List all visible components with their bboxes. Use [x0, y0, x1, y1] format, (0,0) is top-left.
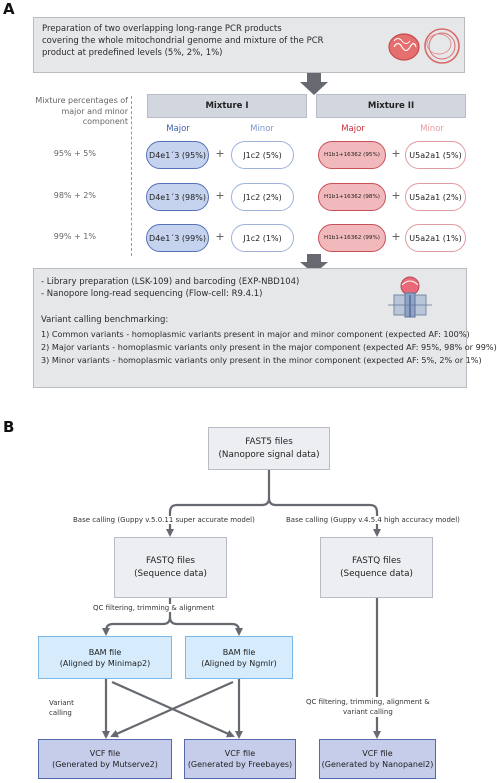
qc-alignment-label: QC filtering, trimming & alignment [93, 604, 215, 612]
panel-a-label: A [3, 0, 15, 18]
fastq-files-node-right: FASTQ files (Sequence data) [320, 537, 433, 598]
fast5-title: FAST5 files [245, 436, 293, 447]
arrow-down-icon [300, 73, 328, 95]
vcf-mutserve2-subtitle: (Generated by Mutserve2) [52, 760, 158, 769]
vcf-file-mutserve2-node: VCF file (Generated by Mutserve2) [38, 739, 172, 779]
vcf-freebayes-title: VCF file [224, 749, 256, 758]
bam-ngmlr-title: BAM file [222, 647, 256, 657]
mixture-2-major-label: Major [341, 124, 365, 134]
fastq-files-node-left: FASTQ files (Sequence data) [114, 537, 227, 598]
mix-percentage-row-2: 98% + 2% [53, 191, 96, 200]
nanopore-sequencer-icon [388, 276, 432, 318]
intro-line-1: Preparation of two overlapping long-rang… [42, 24, 282, 34]
dashed-separator [131, 96, 132, 256]
vcf-nanopanel2-title: VCF file [362, 749, 393, 758]
intro-line-2: covering the whole mitochondrial genome … [42, 36, 324, 46]
mixture-percentages-label: Mixture percentages of major and minor c… [30, 96, 128, 128]
variant-calling-line-2: calling [49, 709, 72, 717]
mixture-2-major-sample: H1b1+16362 (99%) [318, 224, 386, 252]
fastq-right-subtitle: (Sequence data) [340, 568, 413, 579]
mixture-2-minor-label: Minor [420, 124, 444, 134]
vcf-nanopanel2-subtitle: (Generated by Nanopanel2) [321, 760, 434, 769]
plus-sign: + [391, 230, 401, 243]
panel-b-label: B [3, 418, 15, 436]
library-prep-line: - Library preparation (LSK-109) and barc… [41, 277, 300, 287]
plus-sign: + [215, 189, 225, 202]
nanopore-seq-line: - Nanopore long-read sequencing (Flow-ce… [41, 289, 263, 299]
vcf-freebayes-subtitle: (Generated by Freebayes) [187, 760, 293, 769]
benchmark-title: Variant calling benchmarking: [41, 315, 169, 325]
mixture-2-major-sample: H1b1+16362 (98%) [318, 183, 386, 211]
mix-label-line-3: component [82, 117, 128, 126]
plus-sign: + [215, 147, 225, 160]
mixture-1-major-label: Major [166, 124, 190, 134]
mixture-1-minor-label: Minor [250, 124, 274, 134]
sequencing-benchmark-box: - Library preparation (LSK-109) and barc… [33, 268, 497, 388]
mix-label-line-1: Mixture percentages of [35, 96, 128, 105]
intro-line-3: product at predefined levels (5%, 2%, 1%… [42, 48, 223, 58]
qc-right-line-2: variant calling [342, 708, 393, 716]
mixture-2-header: Mixture II [316, 94, 466, 118]
minor-variants-line: 3) Minor variants - homoplasmic variants… [41, 355, 482, 365]
plus-sign: + [215, 230, 225, 243]
mixture-2-minor-sample: U5a2a1 (1%) [405, 224, 466, 252]
mixture-1-major-sample: D4e1´3 (95%) [146, 141, 209, 169]
bam-minimap2-subtitle: (Aligned by Minimap2) [59, 658, 151, 668]
mixture-2-minor-sample: U5a2a1 (2%) [405, 183, 466, 211]
mixture-1-minor-sample: J1c2 (5%) [231, 141, 294, 169]
arrow-down-icon [300, 254, 328, 274]
mixture-1-major-sample: D4e1´3 (98%) [146, 183, 209, 211]
mixture-1-minor-sample: J1c2 (2%) [231, 183, 294, 211]
vcf-mutserve2-title: VCF file [89, 749, 121, 758]
mixture-2-minor-sample: U5a2a1 (5%) [405, 141, 466, 169]
variant-calling-label: Variant calling [49, 698, 74, 718]
mixture-1-minor-sample: J1c2 (1%) [231, 224, 294, 252]
mixture-1-major-sample: D4e1´3 (99%) [146, 224, 209, 252]
fastq-left-title: FASTQ files [146, 555, 195, 566]
fastq-left-subtitle: (Sequence data) [134, 568, 207, 579]
bam-file-ngmlr-node: BAM file (Aligned by Ngmlr) [185, 636, 293, 679]
workflow-connectors [102, 470, 381, 739]
mix-percentage-row-1: 95% + 5% [53, 149, 96, 158]
mixture-2-major-sample: H1b1+16362 (95%) [318, 141, 386, 169]
bam-ngmlr-subtitle: (Aligned by Ngmlr) [201, 658, 277, 668]
qc-right-line-1: QC filtering, trimming, alignment & [306, 698, 430, 706]
mitochondria-icon [388, 28, 460, 64]
major-variants-line: 2) Major variants - homoplasmic variants… [41, 342, 497, 352]
fast5-files-node: FAST5 files (Nanopore signal data) [208, 427, 330, 470]
mix-percentage-row-3: 99% + 1% [53, 232, 96, 241]
mixture-1-header: Mixture I [147, 94, 307, 118]
bam-file-minimap2-node: BAM file (Aligned by Minimap2) [38, 636, 172, 679]
bam-minimap2-title: BAM file [88, 647, 122, 657]
pcr-preparation-box: Preparation of two overlapping long-rang… [33, 17, 465, 73]
mix-label-line-2: major and minor [61, 106, 128, 116]
fastq-right-title: FASTQ files [352, 555, 401, 566]
fast5-subtitle: (Nanopore signal data) [218, 449, 320, 460]
plus-sign: + [391, 189, 401, 202]
vcf-file-nanopanel2-node: VCF file (Generated by Nanopanel2) [319, 739, 436, 779]
basecall-right-label: Base calling (Guppy v.4.5.4 high accurac… [286, 516, 460, 524]
plus-sign: + [391, 147, 401, 160]
basecall-left-label: Base calling (Guppy v.5.0.11 super accur… [73, 516, 255, 524]
vcf-file-freebayes-node: VCF file (Generated by Freebayes) [184, 739, 296, 779]
qc-variant-calling-label: QC filtering, trimming, alignment & vari… [306, 697, 430, 717]
common-variants-line: 1) Common variants - homoplasmic variant… [41, 329, 470, 339]
variant-calling-line-1: Variant [49, 699, 74, 707]
